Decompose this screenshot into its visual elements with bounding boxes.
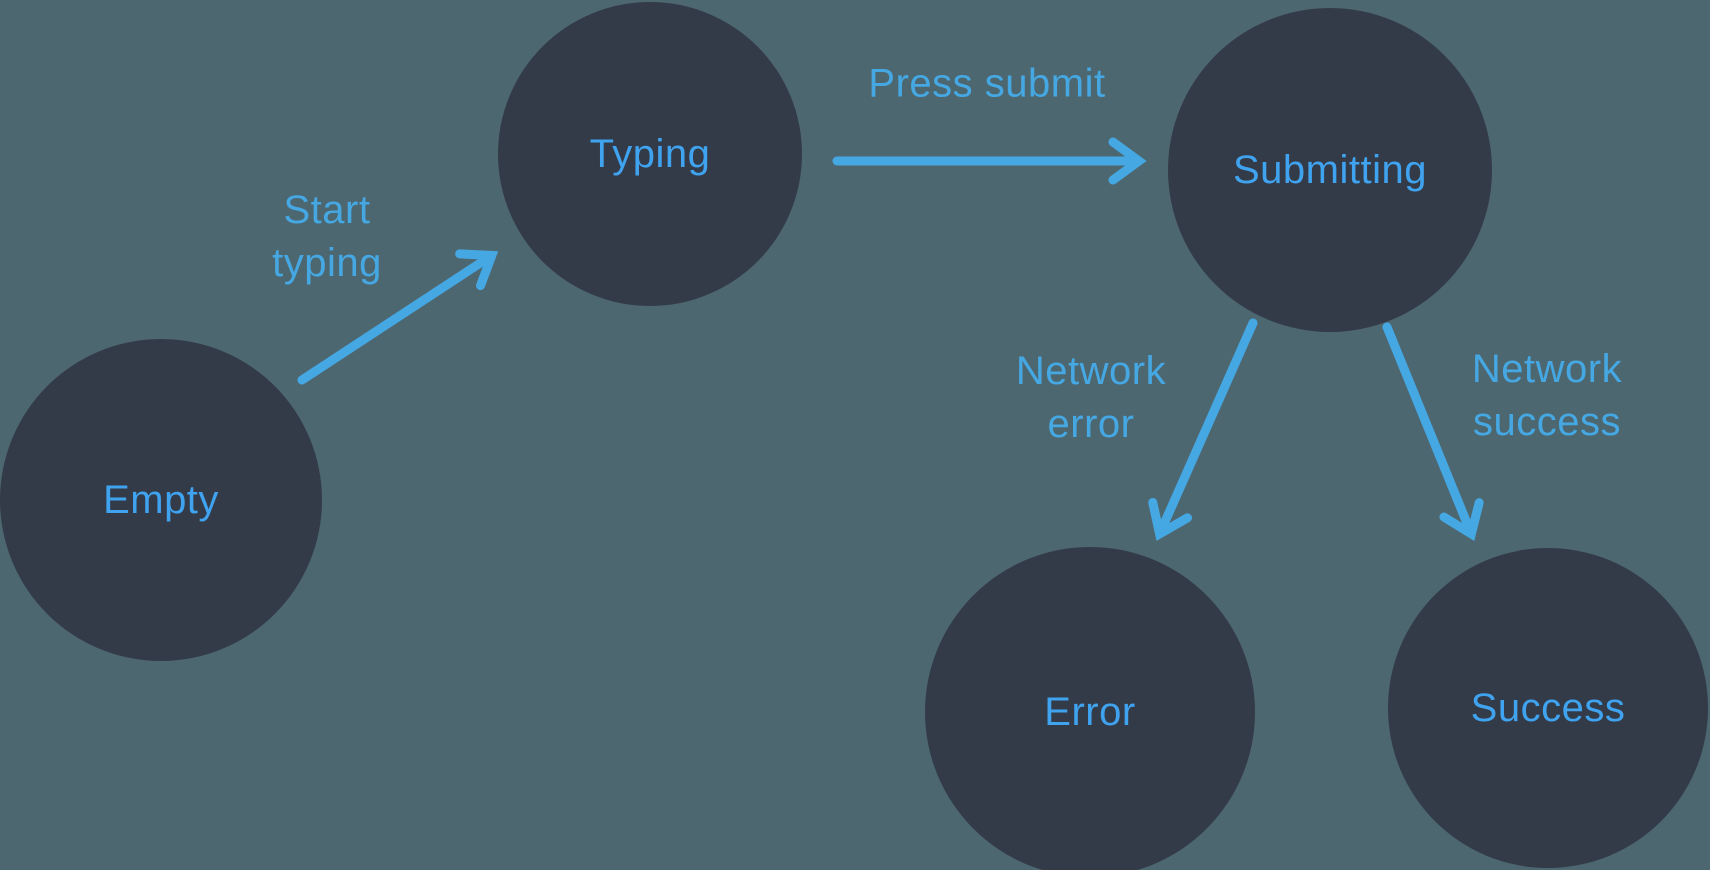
edge-label-network-error: Network error	[1015, 349, 1167, 446]
state-node-empty: Empty	[0, 339, 322, 661]
arrow-network-success	[1382, 322, 1484, 541]
state-node-label: Typing	[589, 131, 711, 176]
state-node-typing: Typing	[498, 2, 802, 306]
state-node-label: Error	[1044, 689, 1136, 734]
state-node-error: Error	[925, 547, 1255, 870]
state-node-success: Success	[1388, 548, 1708, 868]
state-node-label: Submitting	[1233, 147, 1427, 192]
arrow-network-error	[1148, 318, 1258, 541]
state-node-label: Success	[1470, 685, 1626, 730]
edge-label-press-submit: Press submit	[868, 61, 1106, 106]
edge-label-start-typing: Start typing	[272, 188, 382, 285]
edge-label-network-success: Network success	[1471, 347, 1623, 444]
state-node-label: Empty	[103, 477, 219, 522]
state-node-submitting: Submitting	[1168, 8, 1492, 332]
